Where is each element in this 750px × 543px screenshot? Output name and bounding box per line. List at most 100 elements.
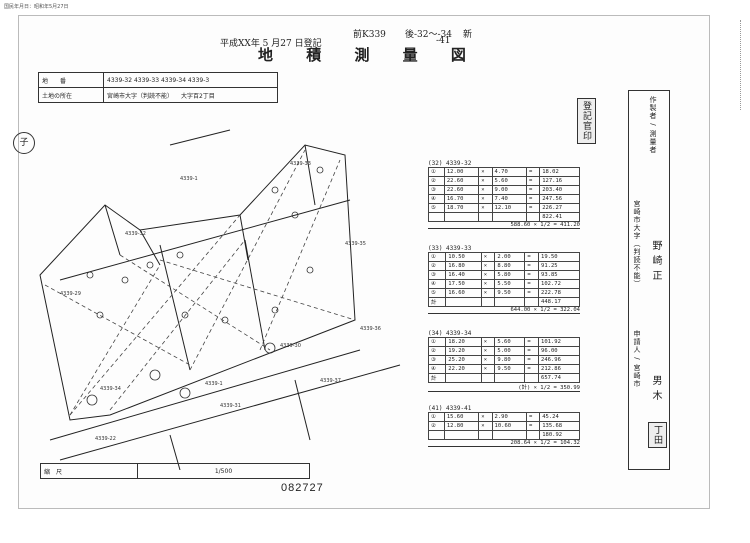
circle-mark: 子 — [13, 132, 35, 154]
calc-total: 644.00 × 1/2 = 322.04 — [428, 307, 580, 314]
parcel-outline — [39, 144, 356, 421]
header-date-line: 平成XX年 5 月27 日登記 — [220, 31, 322, 50]
survey-point — [316, 166, 324, 174]
top-stamp: 国民年月日：昭和年5月27日 — [4, 4, 69, 10]
boundary-line — [239, 214, 249, 261]
location-text: 宮崎市大字（判読不能） — [107, 92, 174, 100]
survey-point — [149, 369, 161, 381]
survey-point — [96, 311, 104, 319]
calc-total: 588.60 × 1/2 = 411.20 — [428, 222, 580, 229]
plot-label: 4339-36 — [360, 326, 381, 332]
side-panel-col-a: 作製者 / 測量者 — [649, 96, 657, 154]
side-panel-surveyor: 野 崎 正 — [650, 240, 661, 282]
survey-point — [86, 271, 94, 279]
calc-head: (32) 4339-32 — [428, 160, 472, 167]
survey-point — [271, 306, 279, 314]
info-table: 地 番 4339-32 4339-33 4339-34 4339-3 土地の所在… — [38, 72, 278, 103]
triangulation-line — [109, 239, 246, 411]
boundary-line — [59, 199, 351, 281]
ref-new: 新 — [463, 30, 473, 40]
ref-sub: -41 — [436, 36, 451, 46]
survey-plot-svg: 4339-1 4339-32 4339-33 4339-34 4339-35 4… — [39, 129, 401, 470]
survey-point — [271, 186, 279, 194]
plot-label: 4339-22 — [95, 436, 116, 442]
plot-label: 4339-37 — [320, 378, 341, 384]
triangulation-line — [119, 254, 271, 351]
calc-head: (34) 4339-34 — [428, 330, 472, 337]
calc-row: 180.92 — [428, 430, 580, 440]
plot-label: 4339-34 — [100, 386, 121, 392]
scale-table: 縮 尺 1/500 — [40, 463, 310, 479]
right-edge-marks — [740, 20, 743, 110]
boundary-line — [139, 229, 161, 266]
official-stamp-2: 丁田 — [648, 422, 667, 448]
triangulation-line — [159, 259, 356, 321]
plot-label: 4339-32 — [125, 231, 146, 237]
survey-point — [146, 261, 154, 269]
side-panel-col-b: 宮崎市大字（判読不能） — [633, 200, 641, 288]
location-value: 宮崎市大字（判読不能） 大字百2丁目 — [103, 87, 278, 103]
document-number: 082727 — [281, 482, 324, 494]
boundary-line — [159, 244, 191, 371]
plot-label: 4339-29 — [60, 291, 81, 297]
triangulation-line — [259, 159, 341, 351]
calc-total: 208.64 × 1/2 = 104.32 — [428, 440, 580, 447]
official-stamp-1: 登記官印 — [577, 98, 596, 144]
road-edge — [294, 379, 311, 441]
date-line: 平成XX年 5 月27 日登記 — [220, 39, 322, 49]
plot-label: 4339-35 — [345, 241, 366, 247]
boundary-line — [104, 204, 121, 256]
ref-extra: 後-32〜-34 — [405, 30, 452, 40]
ref-mark: 前K339 — [353, 30, 386, 40]
side-panel — [628, 90, 670, 470]
calc-head: (41) 4339-41 — [428, 405, 472, 412]
survey-point — [291, 211, 299, 219]
plot-label: 4339-1 — [180, 176, 198, 182]
calc-head: (33) 4339-33 — [428, 245, 472, 252]
survey-point — [181, 311, 189, 319]
plot-label: 4339-33 — [290, 161, 311, 167]
survey-point — [86, 394, 98, 406]
location-extra: 大字百2丁目 — [180, 92, 215, 100]
page-title: 地 積 測 量 図 — [258, 46, 480, 64]
boundary-line — [304, 144, 316, 206]
location-label: 土地の所在 — [38, 87, 104, 103]
calc-row: 822.41 — [428, 212, 580, 222]
side-panel-col-c: 申請人 / 宮崎市 — [633, 330, 641, 388]
side-panel-applicant: 男 木 — [650, 375, 661, 402]
boundary-line — [244, 239, 266, 351]
triangulation-line — [44, 284, 191, 366]
lot-label: 地 番 — [38, 72, 104, 88]
survey-point — [221, 316, 229, 324]
plot-label: 4339-1 — [205, 381, 223, 387]
triangulation-line — [189, 149, 306, 371]
survey-point — [121, 276, 129, 284]
calc-total: (計) × 1/2 = 350.99 — [428, 383, 580, 392]
survey-point — [176, 251, 184, 259]
lot-value: 4339-32 4339-33 4339-34 4339-3 — [103, 72, 278, 88]
plot-label: 4339-31 — [220, 403, 241, 409]
road-edge — [59, 364, 401, 461]
triangulation-line — [69, 264, 161, 416]
survey-point — [264, 342, 276, 354]
